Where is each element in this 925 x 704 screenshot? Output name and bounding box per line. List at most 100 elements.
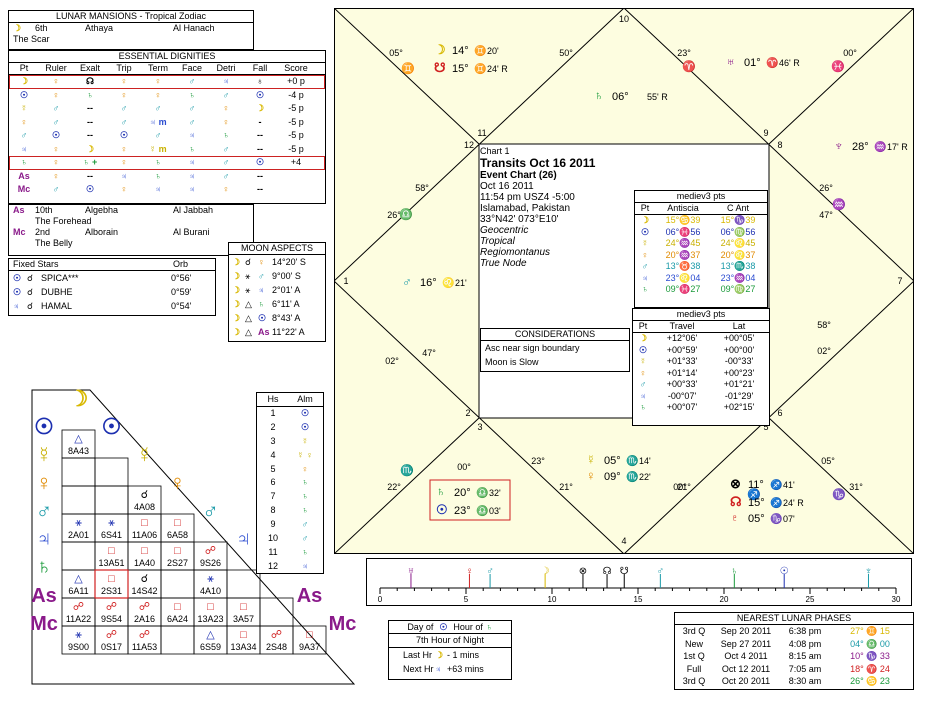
table-cell: 7 xyxy=(270,491,276,502)
table-cell: 10° ♑ 33 xyxy=(850,651,890,662)
moon-aspect-cell: △ xyxy=(245,313,252,323)
table-cell: ♂ xyxy=(188,116,196,127)
house-number: 4 xyxy=(621,536,626,546)
table-cell: -5 p xyxy=(288,103,304,113)
mansion-number: 2nd xyxy=(35,227,51,237)
table-cell: ☿ xyxy=(641,238,649,248)
moon-aspect-cell: ☌ xyxy=(245,257,252,267)
aspect-symbol: □ xyxy=(240,601,247,613)
aspect-symbol: △ xyxy=(206,629,215,641)
moon-aspect-cell: ☽ xyxy=(232,313,241,323)
table-cell: Sep 27 2011 xyxy=(720,638,772,649)
table-cell: New xyxy=(684,638,703,649)
dial-tick-label: 10 xyxy=(548,595,557,604)
grid-cell xyxy=(94,485,129,515)
table-cell: -- xyxy=(257,184,263,194)
table-cell: -- xyxy=(257,170,263,181)
aspect-symbol: ☌ xyxy=(141,489,148,501)
grid-cell xyxy=(259,597,294,627)
house-number: 1 xyxy=(343,276,348,286)
mansion-number: 10th xyxy=(35,205,53,215)
planetary-hour-panel: Day of ☉ Hour of ♄ 7th Hour of Night Las… xyxy=(388,620,512,680)
column-header: Fall xyxy=(252,63,268,73)
planet-sign: ♏ xyxy=(626,454,638,467)
table-cell: ☿ xyxy=(20,103,28,113)
table-cell: ♃ m xyxy=(149,116,167,127)
table-cell: 3 xyxy=(270,435,276,446)
planet-sign: ♎ xyxy=(476,504,488,517)
table-cell: ♂ xyxy=(52,184,60,194)
planet-position: ☋15°♊24' R xyxy=(434,60,508,75)
next-hour-row: Next Hr ♃ +63 mins xyxy=(389,662,511,676)
fixed-star-cell: ☌ xyxy=(27,301,34,311)
table-cell: -5 p xyxy=(288,116,304,127)
table-cell: ♂ xyxy=(52,103,60,113)
aspect-orb: 11A06 xyxy=(132,530,157,540)
chart-diagonal xyxy=(768,417,914,554)
planet-glyph: ♀ xyxy=(586,468,596,483)
planet-position: ☽14°♊20' xyxy=(434,42,499,57)
fixed-star-cell: ♃ xyxy=(13,301,20,311)
dignities-title: ESSENTIAL DIGNITIES xyxy=(9,51,325,63)
house-number: 3 xyxy=(477,422,482,432)
table-cell: ☉ xyxy=(119,130,129,140)
fixed-star-cell: SPICA*** xyxy=(41,273,79,283)
planet-minutes: 03' xyxy=(489,506,501,516)
moon-aspect-cell: ☽ xyxy=(232,327,241,337)
lunar-mansions-angles: As 10th Algebha Al Jabbah The Forehead M… xyxy=(8,204,254,256)
table-cell: ♂ xyxy=(301,533,309,544)
table-cell: 18° ♈ 24 xyxy=(850,663,890,674)
next-hour-label: Next Hr xyxy=(403,664,434,674)
table-cell: Mc xyxy=(17,184,31,194)
table-cell: ♀ xyxy=(20,116,28,127)
aspect-symbol: ⚹ xyxy=(75,629,82,641)
chart-diamond xyxy=(334,8,914,554)
table-cell: ♄ xyxy=(301,505,309,516)
moon-aspect-cell: As xyxy=(258,327,270,337)
planet-position: ♆28°♒17' R xyxy=(834,138,908,153)
table-cell: ☽ xyxy=(19,76,29,86)
moon-aspects-title: MOON ASPECTS xyxy=(229,243,325,255)
grid-row-glyph: ♂ xyxy=(36,498,53,523)
table-cell: 20°♒37 xyxy=(665,249,701,260)
table-cell: ♄ xyxy=(639,402,647,412)
planet-minutes: 24' R xyxy=(783,498,804,508)
aspect-symbol: □ xyxy=(174,545,181,557)
moon-aspect-row: ☽⚹♂9°00' S xyxy=(229,269,325,283)
table-cell: 15°♑39 xyxy=(720,215,756,225)
aspect-symbol: ☍ xyxy=(271,629,282,641)
travel-row: ☉+00°59'+00°00' xyxy=(633,345,769,357)
table-cell: ♀ xyxy=(52,170,60,181)
table-cell: 7:05 am xyxy=(788,663,822,674)
table-cell: ♁ xyxy=(256,76,264,86)
planet-position: ☊15°♐24' R xyxy=(730,494,804,509)
house-number: 10 xyxy=(619,14,629,24)
moon-aspect-cell: △ xyxy=(245,299,252,309)
dignity-row: ☿♂--♂♂♂♀☽-5 p xyxy=(9,102,325,116)
dignity-row: ♄♀♄ +♀♄♃♂☉+4 xyxy=(9,156,325,170)
table-cell: ♂ xyxy=(222,89,230,100)
aspect-symbol: ⚹ xyxy=(207,573,214,585)
moon-aspect-cell: ☽ xyxy=(232,285,241,295)
planet-glyph: ⊗ xyxy=(730,476,741,491)
aspect-symbol: ☍ xyxy=(106,601,117,613)
table-cell: ♀ xyxy=(120,184,128,194)
planet-minutes: 20' xyxy=(487,46,499,56)
table-cell: ♄ + xyxy=(82,157,98,167)
table-cell: ☿ ♀ xyxy=(296,449,313,460)
planet-sign: ♑ xyxy=(770,512,782,525)
next-hour-value: +63 mins xyxy=(447,664,484,674)
table-cell: -00°33' xyxy=(724,356,754,366)
table-cell: Sep 20 2011 xyxy=(720,626,772,636)
hour-of-label: Hour of xyxy=(453,622,483,632)
planet-glyph: ☋ xyxy=(434,60,446,75)
aspect-orb: 11A22 xyxy=(66,614,91,624)
